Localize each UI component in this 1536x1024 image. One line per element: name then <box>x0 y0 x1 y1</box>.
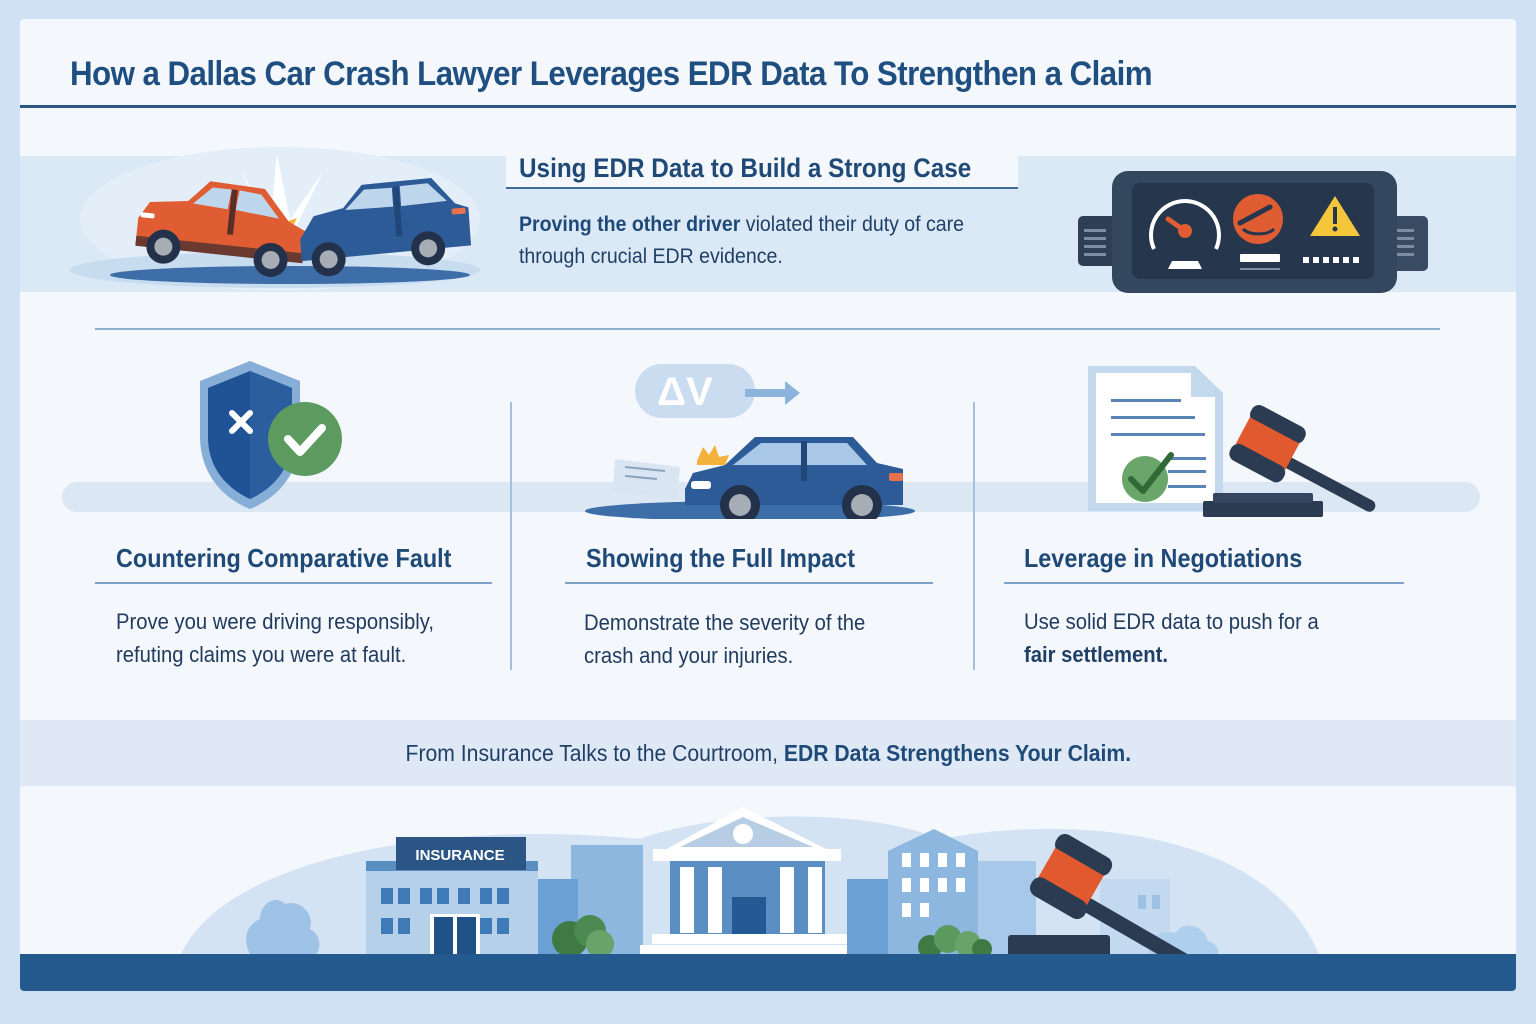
column-rule <box>565 582 933 584</box>
shield-check-icon <box>200 361 350 516</box>
hero-description-bold: Proving the other driver <box>519 213 741 236</box>
column-heading: Leverage in Negotiations <box>1024 543 1303 573</box>
column-description: Prove you were driving responsibly, refu… <box>116 605 434 671</box>
tagline-band <box>20 720 1516 786</box>
column-divider <box>510 402 512 670</box>
hero-description: Proving the other driver violated their … <box>519 209 1021 273</box>
car-crash-icon <box>65 134 495 299</box>
impact-car-icon: ΔV <box>585 359 925 525</box>
infographic-card: How a Dallas Car Crash Lawyer Leverages … <box>20 19 1516 991</box>
column-description-line1: Demonstrate the severity of the <box>584 610 866 635</box>
tagline-bold: EDR Data Strengthens Your Claim. <box>783 740 1131 766</box>
hero-heading-box <box>506 153 1018 189</box>
page-title: How a Dallas Car Crash Lawyer Leverages … <box>70 55 1153 93</box>
hero-heading: Using EDR Data to Build a Strong Case <box>519 153 972 183</box>
city-skyline-courthouse-gavel-icon: INSURANCE <box>20 799 1516 972</box>
column-description: Demonstrate the severity of the crash an… <box>584 606 865 672</box>
svg-text:ΔV: ΔV <box>657 370 713 414</box>
document-gavel-icon <box>1083 361 1393 526</box>
column-description-bold: fair settlement. <box>1024 642 1168 667</box>
column-heading: Showing the Full Impact <box>586 543 856 573</box>
column-description-line2: refuting claims you were at fault. <box>116 642 407 667</box>
column-description-line1: Use solid EDR data to push for a <box>1024 609 1319 634</box>
column-description-line1: Prove you were driving responsibly, <box>116 609 434 634</box>
column-rule <box>95 582 492 584</box>
tagline: From Insurance Talks to the Courtroom, E… <box>20 740 1516 767</box>
insurance-sign: INSURANCE <box>415 847 504 864</box>
section-divider <box>95 328 1440 330</box>
column-divider <box>973 402 975 670</box>
column-description-line2: crash and your injuries. <box>584 643 794 668</box>
tagline-regular: From Insurance Talks to the Courtroom, <box>405 740 784 766</box>
column-rule <box>1004 582 1404 584</box>
ground-strip <box>20 954 1516 991</box>
title-divider <box>20 105 1516 108</box>
edr-device-icon <box>1068 171 1438 306</box>
column-description: Use solid EDR data to push for a fair se… <box>1024 605 1319 671</box>
hero-description-line2: through crucial EDR evidence. <box>519 245 783 268</box>
hero-description-rest: violated their duty of care <box>740 213 965 236</box>
column-heading: Countering Comparative Fault <box>116 543 452 573</box>
